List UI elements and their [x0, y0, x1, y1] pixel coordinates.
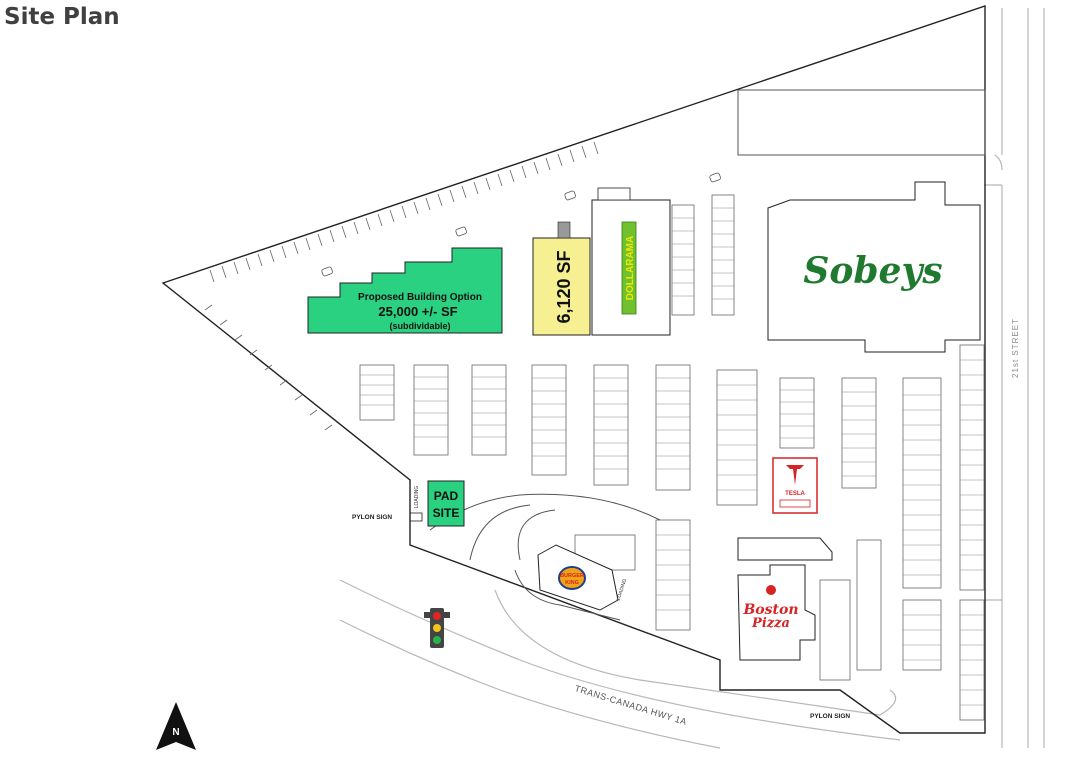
boston-pizza-patio	[737, 537, 833, 561]
retail-unit-6120: 6,120 SF	[532, 221, 591, 336]
tesla-label: TESLA	[785, 491, 805, 497]
proposed-building-area: 25,000 +/- SF	[378, 304, 457, 319]
page-title: Site Plan	[4, 4, 120, 30]
highway-lines	[339, 579, 901, 749]
dollarama-logo: DOLLARAMA	[625, 236, 636, 300]
highway-name-label: TRANS-CANADA HWY 1A	[574, 683, 689, 727]
proposed-building-footprint	[307, 247, 503, 334]
dollarama-building: DOLLARAMA	[591, 187, 671, 336]
boston-pizza-building: Boston Pizza	[737, 537, 833, 661]
dollarama-logo-band	[621, 221, 637, 315]
traffic-light-icon	[424, 608, 450, 648]
tesla-stalls	[779, 499, 811, 508]
pylon-sign-south-label: PYLON SIGN	[810, 713, 850, 720]
north-arrow-label: N	[172, 727, 179, 738]
parking-rows	[359, 194, 985, 721]
pad-site-line2: SITE	[433, 506, 460, 520]
pad-site: PAD SITE LOADING	[414, 480, 465, 527]
burger-king-line2: KING	[565, 580, 579, 586]
tesla-logo-icon	[786, 465, 804, 485]
adjacent-parcel	[737, 89, 986, 156]
landscape-islands	[321, 172, 721, 277]
proposed-building-note: (subdividable)	[389, 321, 450, 331]
pad-loading-label: LOADING	[414, 486, 420, 509]
parking-stalls-north	[209, 141, 599, 283]
burger-king-line1: BURGER	[560, 573, 584, 579]
boston-pizza-line2: Pizza	[751, 616, 790, 631]
pad-site-line1: PAD	[434, 489, 459, 503]
retail-unit-area: 6,120 SF	[554, 250, 574, 323]
pad-site-footprint	[427, 480, 465, 527]
sobeys-footprint	[767, 181, 981, 353]
parking-stalls-west	[204, 304, 333, 431]
sobeys-logo: Sobeys	[803, 250, 942, 292]
parking-stall-lines	[360, 207, 984, 706]
sobeys-building: Sobeys	[767, 181, 981, 353]
boston-pizza-logo-icon	[766, 585, 776, 595]
retail-unit-annex	[557, 221, 571, 239]
proposed-building: Proposed Building Option 25,000 +/- SF (…	[307, 247, 503, 334]
street-lines	[984, 8, 1045, 748]
boston-pizza-line1: Boston	[742, 602, 798, 618]
boston-pizza-footprint	[737, 564, 816, 661]
retail-unit-footprint	[532, 237, 591, 336]
dollarama-annex	[597, 187, 631, 201]
proposed-building-line1: Proposed Building Option	[358, 292, 482, 303]
site-boundary	[161, 5, 986, 734]
street-name-label: 21st STREET	[1011, 318, 1020, 378]
north-arrow-icon: N	[156, 702, 196, 750]
burger-king-loading-label: LOADING	[616, 578, 629, 601]
burger-king-building: BURGER KING LOADING	[537, 544, 629, 611]
tesla-charging: TESLA	[772, 457, 818, 514]
pylon-sign-west-label: PYLON SIGN	[352, 514, 392, 521]
pylon-sign-west-marker	[409, 512, 423, 522]
burger-king-logo-icon	[558, 566, 586, 590]
